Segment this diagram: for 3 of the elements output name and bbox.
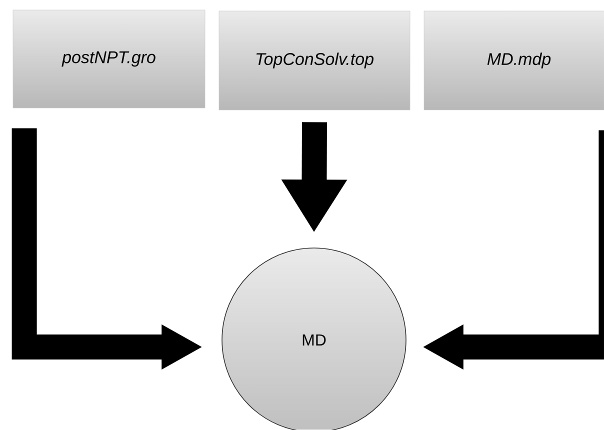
- file-box: TopConSolv.top: [218, 10, 410, 110]
- file-box: postNPT.gro: [12, 10, 206, 108]
- file-box: MD.mdp: [424, 10, 604, 110]
